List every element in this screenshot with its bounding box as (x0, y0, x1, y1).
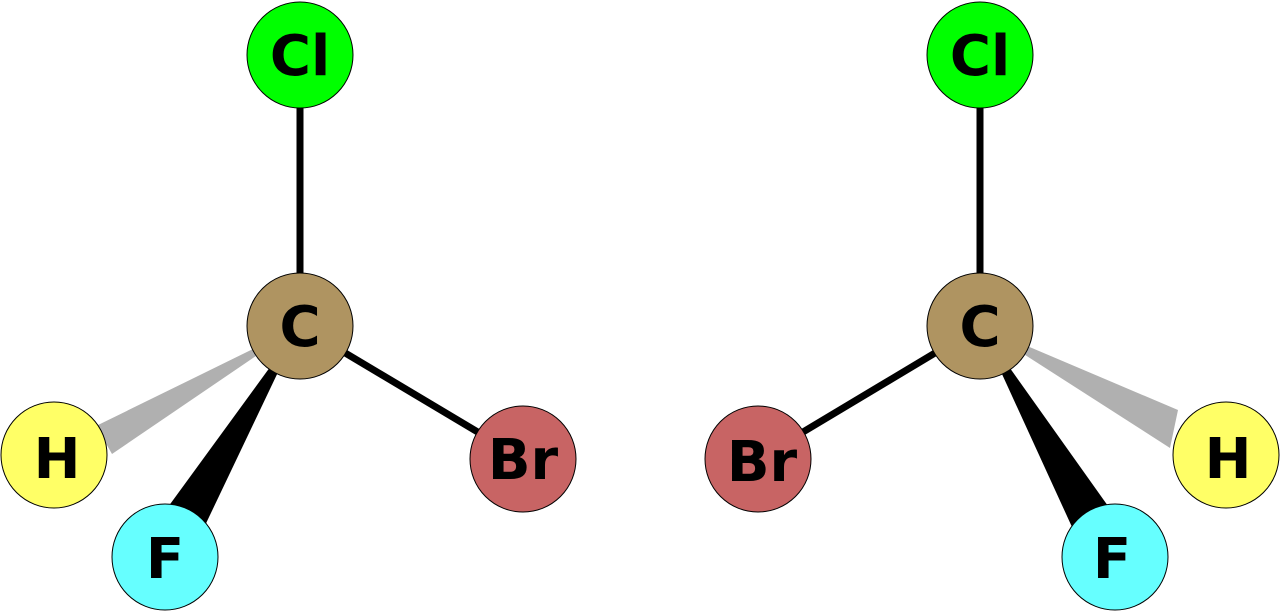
atom-right-f-circle (1061, 503, 1169, 611)
atom-left-cl: Cl (246, 1, 354, 109)
atom-right-h-circle (1172, 401, 1280, 509)
atom-right-c: C (926, 272, 1034, 380)
atom-right-cl-circle (926, 1, 1034, 109)
atom-right-h-label: H (1205, 427, 1252, 492)
atom-right-c-label: C (959, 295, 1000, 360)
atom-left-cl-circle (246, 1, 354, 109)
atom-right-br-circle (704, 405, 812, 513)
atom-left-c-label: C (279, 295, 320, 360)
atom-right-cl: Cl (926, 1, 1034, 109)
atom-right-cl-label: Cl (950, 24, 1010, 89)
bond-left-c-h-hashed (96, 326, 300, 454)
molecule-left: Cl C Br H F (0, 1, 577, 611)
atom-left-h: H (0, 401, 108, 509)
atom-right-f-label: F (1093, 527, 1131, 592)
atom-left-h-circle (0, 401, 108, 509)
atom-left-br-label: Br (488, 428, 559, 493)
atom-left-br-circle (469, 405, 577, 513)
atom-right-br: Br (704, 405, 812, 513)
molecule-right: Cl C Br H F (704, 1, 1280, 611)
atom-right-br-label: Br (727, 430, 798, 495)
atom-left-f: F (111, 503, 219, 611)
atom-left-f-circle (111, 503, 219, 611)
atom-left-cl-label: Cl (270, 24, 330, 89)
bond-right-c-f-wedge (980, 326, 1108, 527)
atom-left-br: Br (469, 405, 577, 513)
atom-right-c-circle (926, 272, 1034, 380)
atom-left-c-circle (246, 272, 354, 380)
atom-right-h: H (1172, 401, 1280, 509)
atom-left-c: C (246, 272, 354, 380)
bond-right-c-h-hashed (980, 326, 1178, 448)
bond-left-c-f-wedge (160, 326, 300, 536)
atom-left-f-label: F (146, 527, 184, 592)
atom-left-h-label: H (34, 427, 81, 492)
atom-right-f: F (1061, 503, 1169, 611)
